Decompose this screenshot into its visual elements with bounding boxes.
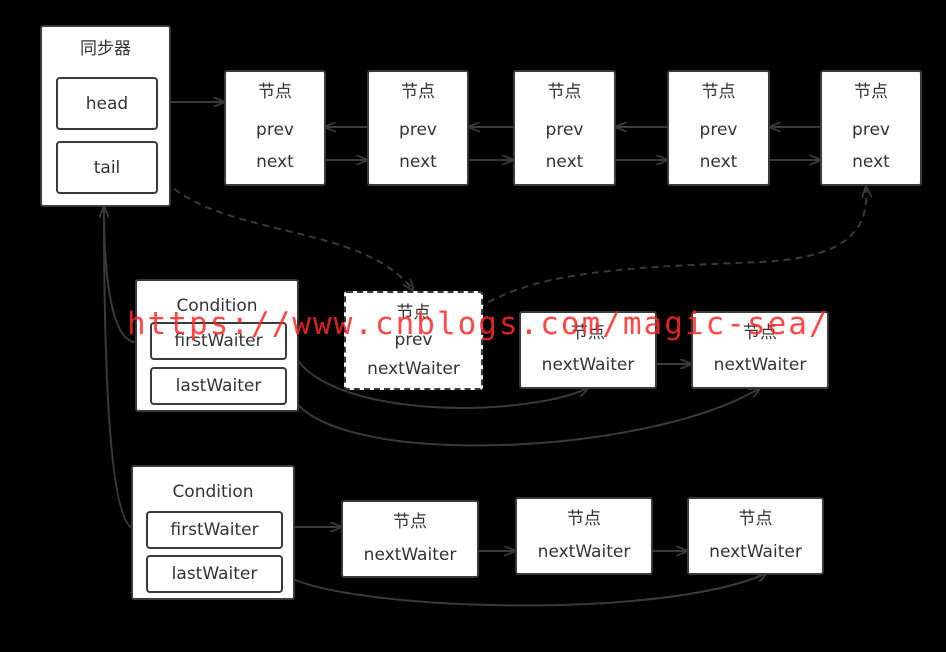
condition-node-next: nextWaiter — [363, 545, 457, 565]
condition-title: Condition — [172, 482, 254, 502]
first-waiter-field: firstWaiter — [146, 511, 283, 549]
cond2-to-sync-line — [103, 209, 134, 529]
queue-node-prev: prev — [545, 120, 584, 140]
condition-node-title: 节点 — [738, 509, 773, 529]
queue-node-next: next — [256, 152, 294, 172]
condition-node-title: 节点 — [571, 323, 605, 343]
tail-to-dashed-node-arrow — [156, 171, 413, 290]
last-waiter-field: lastWaiter — [150, 367, 287, 405]
queue-node-title: 节点 — [258, 82, 292, 102]
queue-node-title: 节点 — [547, 82, 582, 102]
queue-node: 节点 prev next — [224, 70, 326, 186]
condition-node-next: nextWaiter — [709, 542, 802, 562]
synchronizer-title: 同步器 — [80, 39, 131, 59]
cond2-last-to-node-arrow — [282, 573, 767, 607]
condition-box: Condition firstWaiter lastWaiter — [131, 465, 295, 600]
queue-node-next: next — [699, 152, 738, 172]
condition-node-next: nextWaiter — [713, 355, 807, 375]
condition-node-title: 节点 — [743, 323, 777, 343]
condition-node: 节点 nextWaiter — [515, 497, 653, 575]
queue-node-title: 节点 — [701, 82, 736, 102]
dashed-node-prev: prev — [394, 330, 433, 350]
condition-node-next: nextWaiter — [541, 355, 635, 375]
cond1-to-sync-arrow — [104, 207, 136, 343]
cond1-first-to-node-arrow — [287, 337, 588, 409]
tail-field: tail — [56, 141, 158, 194]
queue-node-prev: prev — [399, 120, 437, 140]
dashed-node-to-last-node-arrow — [451, 187, 866, 334]
queue-node-next: next — [545, 152, 584, 172]
queue-node-prev: prev — [699, 120, 738, 140]
condition-node-next: nextWaiter — [537, 542, 631, 562]
first-waiter-field: firstWaiter — [150, 322, 287, 360]
queue-node-title: 节点 — [401, 82, 435, 102]
queue-node-prev: prev — [852, 120, 890, 140]
queue-node: 节点 prev next — [513, 70, 616, 186]
condition-node: 节点 nextWaiter — [687, 497, 824, 575]
queue-node-title: 节点 — [854, 82, 888, 102]
dashed-node-next: nextWaiter — [367, 359, 460, 379]
last-waiter-field: lastWaiter — [146, 555, 283, 593]
synchronizer-box: 同步器 head tail — [40, 25, 171, 207]
dashed-node-title: 节点 — [396, 303, 431, 323]
head-field: head — [56, 77, 158, 130]
condition-node: 节点 nextWaiter — [341, 500, 479, 578]
dashed-new-node: 节点 prev nextWaiter — [344, 291, 483, 390]
condition-node: 节点 nextWaiter — [691, 311, 829, 389]
queue-node: 节点 prev next — [367, 70, 469, 186]
queue-node: 节点 prev next — [667, 70, 770, 186]
queue-node: 节点 prev next — [820, 70, 922, 186]
condition-node-title: 节点 — [393, 512, 427, 532]
cond1-last-to-node-arrow — [287, 384, 760, 447]
condition-title: Condition — [176, 296, 258, 316]
condition-box: Condition firstWaiter lastWaiter — [135, 279, 299, 412]
queue-node-prev: prev — [256, 120, 294, 140]
queue-node-next: next — [852, 152, 890, 172]
condition-node-title: 节点 — [567, 509, 601, 529]
queue-node-next: next — [399, 152, 437, 172]
condition-node: 节点 nextWaiter — [519, 311, 657, 389]
